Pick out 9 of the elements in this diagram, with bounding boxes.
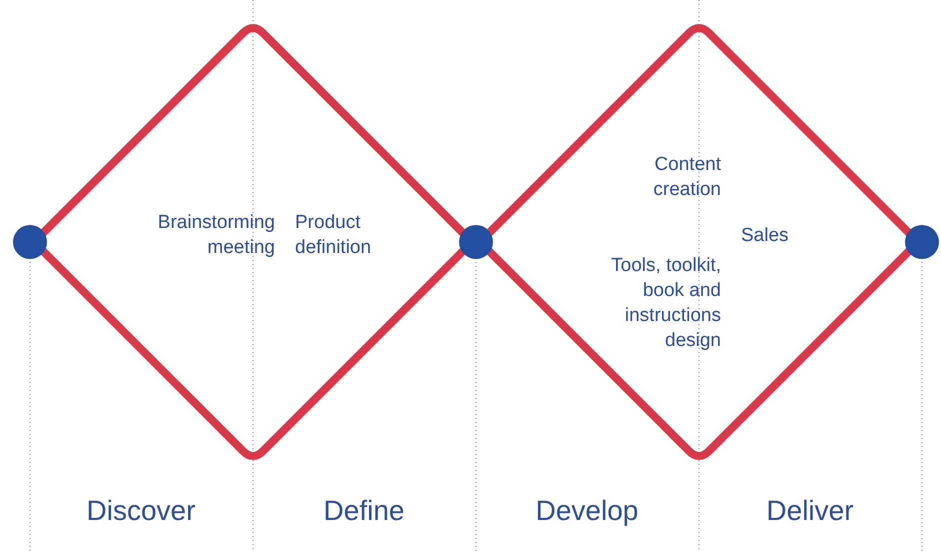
phase-label: Deliver [765, 494, 855, 528]
step-text: Product definition [295, 211, 372, 260]
phase-label: Discover [86, 494, 196, 528]
phase-label: Define [322, 494, 406, 528]
phase-label: Develop [534, 494, 640, 528]
step-text: Content creation [652, 153, 721, 202]
step-text: Tools, toolkit, book and instructions design [610, 254, 721, 353]
step-text: Brainstorming meeting [156, 211, 275, 260]
step-text: Sales [741, 224, 790, 248]
